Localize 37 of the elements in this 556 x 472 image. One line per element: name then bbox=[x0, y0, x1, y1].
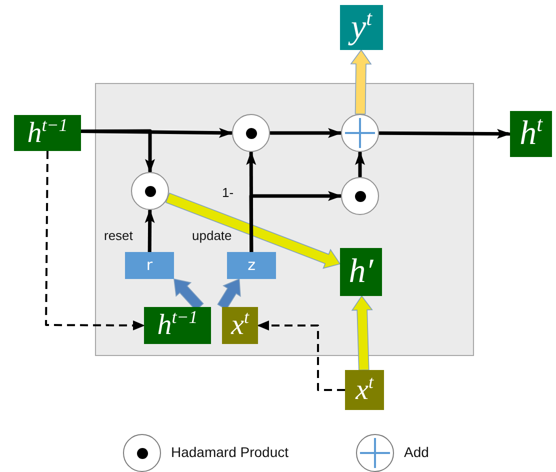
operator-circle bbox=[232, 114, 270, 152]
arrow bbox=[249, 191, 342, 252]
block-arrow bbox=[165, 192, 341, 269]
block-arrow bbox=[350, 49, 372, 114]
math-label: h$^{t}$ bbox=[520, 117, 542, 151]
variable-tile bbox=[345, 370, 384, 410]
variable-tile bbox=[14, 115, 81, 151]
block-arrow bbox=[217, 278, 241, 310]
math-label: h$^{t−1}$ bbox=[157, 311, 198, 340]
variable-tile bbox=[144, 307, 211, 344]
arrow bbox=[81, 129, 155, 173]
gate-label: z bbox=[248, 258, 256, 273]
arrow bbox=[270, 128, 342, 138]
math-label: x$^{t}$ bbox=[231, 311, 249, 340]
gate-box bbox=[227, 252, 276, 279]
variable-tile bbox=[510, 111, 552, 157]
operator-circle bbox=[341, 177, 379, 215]
gate-name-label: reset bbox=[104, 229, 133, 244]
operator-circle bbox=[131, 172, 169, 210]
legend-label: Hadamard Product bbox=[171, 444, 289, 460]
gate-name-label: update bbox=[192, 229, 232, 244]
math-label: h$^{t−1}$ bbox=[27, 118, 68, 148]
math-label: x$^{t}$ bbox=[356, 376, 374, 404]
arrow bbox=[378, 128, 511, 139]
variable-tile bbox=[222, 307, 258, 344]
variable-tile bbox=[340, 5, 383, 50]
arrow bbox=[144, 209, 155, 252]
variable-tile bbox=[340, 248, 382, 296]
dashed-arrow bbox=[257, 320, 345, 391]
legend-label: Add bbox=[404, 444, 429, 460]
math-label: h′ bbox=[348, 255, 374, 289]
block-arrow bbox=[351, 295, 373, 370]
gate-box bbox=[125, 252, 174, 279]
cell-panel bbox=[95, 83, 474, 356]
dashed-arrow bbox=[45, 151, 145, 330]
gate-label: r bbox=[146, 258, 153, 273]
arrow bbox=[355, 151, 365, 177]
